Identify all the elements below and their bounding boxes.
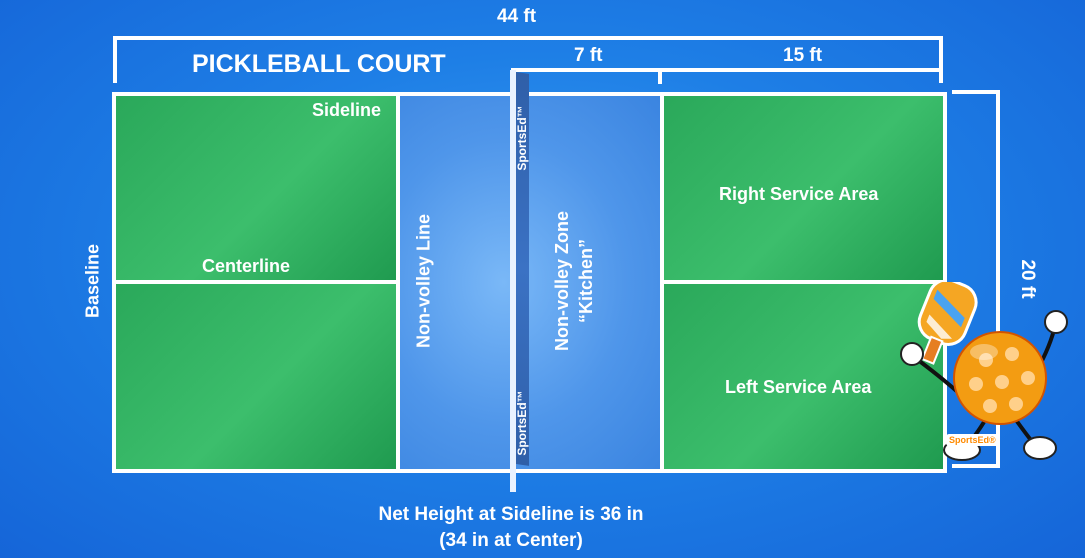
right-glove-icon [1044, 310, 1068, 334]
right-service-area-box [662, 96, 943, 282]
length-dimension-label: 44 ft [497, 6, 537, 27]
left-service-area-box [662, 282, 943, 469]
net-post [510, 70, 516, 492]
left-service-area-label: Left Service Area [725, 377, 872, 397]
baseline-label: Baseline [82, 243, 103, 319]
width-dimension-tick-bottom [952, 464, 1000, 468]
net-brand-top: SportsEd™ [515, 105, 529, 171]
kitchen-text: “Kitchen” [576, 238, 596, 324]
sideline-label: Sideline [312, 100, 382, 120]
length-dimension-tick-left [113, 36, 117, 83]
right-service-area-label: Right Service Area [719, 184, 879, 204]
net-height-note: Net Height at Sideline is 36 in (34 in a… [378, 502, 643, 554]
half-court-dimension-tick-mid [658, 68, 662, 84]
centerline-label: Centerline [202, 256, 291, 276]
right-non-volley-line [660, 96, 664, 469]
pickleball-mascot [900, 282, 1068, 461]
service-depth-label: 15 ft [783, 45, 823, 66]
net-height-note-line1: Net Height at Sideline is 36 in [378, 504, 644, 525]
net-brand-bottom: SportsEd™ [515, 390, 529, 456]
non-volley-zone [398, 96, 662, 469]
right-centerline [662, 280, 943, 284]
court: Sideline Centerline Right Service Area L… [112, 92, 947, 473]
left-non-volley-line [396, 96, 400, 469]
left-glove-icon [900, 342, 924, 366]
mascot-badge: SportsEd® [946, 434, 999, 446]
mascot-badge-text: SportsEd® [949, 435, 996, 445]
non-volley-zone-label: Non-volley Zone “Kitchen” [550, 211, 598, 351]
right-shoe-icon [1023, 436, 1057, 460]
kitchen-depth-label: 7 ft [574, 45, 603, 66]
left-centerline [116, 280, 398, 284]
page-title: PICKLEBALL COURT [192, 50, 446, 78]
length-dimension-line [113, 36, 943, 40]
left-service-box-top [116, 96, 398, 282]
half-court-dimension-line [511, 68, 943, 72]
net-height-note-line2: (34 in at Center) [439, 530, 583, 551]
length-dimension-tick-right [939, 36, 943, 83]
width-dimension-tick-top [952, 90, 1000, 94]
paddle-icon [917, 282, 978, 365]
non-volley-zone-text: Non-volley Zone [552, 210, 572, 352]
width-dimension-line [996, 90, 1000, 468]
non-volley-line-label: Non-volley Line [413, 213, 434, 349]
left-service-box-bottom [116, 282, 398, 469]
